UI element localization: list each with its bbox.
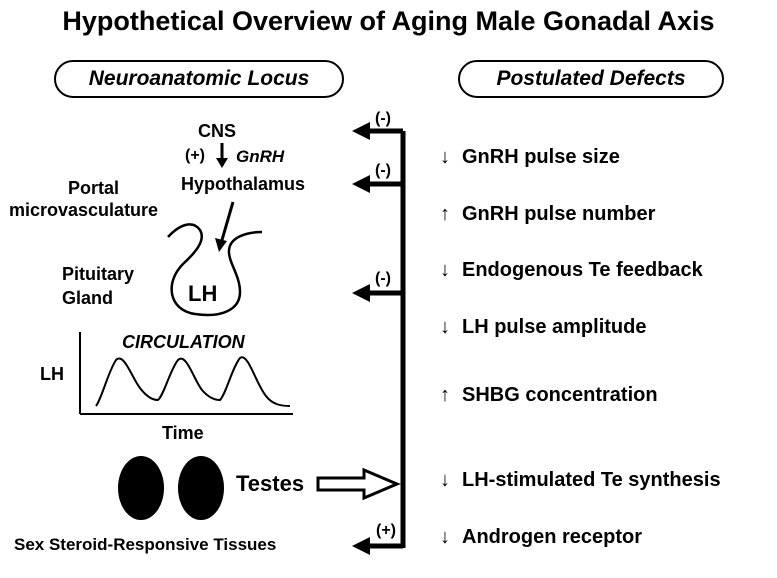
- testis-right: [178, 456, 224, 520]
- defect-item: ↑ GnRH pulse number: [440, 203, 655, 226]
- gnrh-label: GnRH: [236, 147, 285, 166]
- defect-item: ↓ Endogenous Te feedback: [440, 259, 703, 282]
- feedback-label-cns: (-): [375, 110, 391, 127]
- hypothalamus-label: Hypothalamus: [181, 174, 306, 194]
- decrease-arrow-icon: ↓: [440, 316, 450, 338]
- defect-text: SHBG concentration: [462, 384, 658, 406]
- testes-output-arrow: [316, 467, 401, 501]
- gnrh-arrow: [216, 143, 228, 168]
- lh-pulse-curve: [95, 356, 291, 407]
- defect-text: Androgen receptor: [462, 526, 643, 548]
- defect-item: ↓ LH pulse amplitude: [440, 316, 646, 339]
- feedback-label-hypothalamus: (-): [375, 162, 391, 179]
- pituitary-label: Pituitary: [62, 264, 135, 284]
- increase-arrow-icon: ↑: [440, 203, 450, 225]
- feedback-arrow-hypothalamus: [352, 175, 403, 193]
- increase-arrow-icon: ↑: [440, 384, 450, 406]
- pituitary-gland-outline: [167, 223, 263, 317]
- microvasculature-label: microvasculature: [9, 200, 159, 220]
- decrease-arrow-icon: ↓: [440, 469, 450, 491]
- defect-text: Endogenous Te feedback: [462, 259, 703, 281]
- testes-label: Testes: [236, 471, 305, 496]
- lh-axis-label: LH: [40, 364, 64, 384]
- decrease-arrow-icon: ↓: [440, 146, 450, 168]
- defect-text: LH-stimulated Te synthesis: [462, 469, 721, 491]
- feedback-label-pituitary: (-): [375, 270, 391, 287]
- feedback-arrow-pituitary: [352, 284, 403, 302]
- defect-item: ↑ SHBG concentration: [440, 384, 658, 407]
- portal-label: Portal: [68, 178, 120, 198]
- portal-arrow: [215, 201, 235, 252]
- defect-text: GnRH pulse size: [462, 146, 620, 168]
- circulation-label: CIRCULATION: [122, 332, 245, 352]
- stimulation-sign: (+): [185, 147, 205, 164]
- lh-pulse-chart: [79, 332, 293, 415]
- postulated-defects-header: Postulated Defects: [458, 60, 724, 98]
- testis-left: [118, 456, 164, 520]
- decrease-arrow-icon: ↓: [440, 526, 450, 548]
- defect-item: ↓ GnRH pulse size: [440, 146, 620, 169]
- neuroanatomic-locus-header: Neuroanatomic Locus: [54, 60, 344, 98]
- gland-label: Gland: [62, 288, 114, 308]
- feedback-arrow-tissues: [352, 537, 403, 555]
- defect-item: ↓ Androgen receptor: [440, 526, 642, 549]
- feedback-label-tissues: (+): [376, 522, 396, 539]
- tissues-label: Sex Steroid-Responsive Tissues: [14, 535, 277, 554]
- cns-label: CNS: [198, 121, 237, 141]
- defect-item: ↓ LH-stimulated Te synthesis: [440, 469, 721, 492]
- time-axis-label: Time: [162, 423, 204, 443]
- defect-text: LH pulse amplitude: [462, 316, 647, 338]
- lh-gland-label: LH: [188, 281, 218, 306]
- defect-text: GnRH pulse number: [462, 203, 656, 225]
- feedback-arrow-cns: [352, 122, 403, 140]
- page-title: Hypothetical Overview of Aging Male Gona…: [62, 6, 715, 36]
- decrease-arrow-icon: ↓: [440, 259, 450, 281]
